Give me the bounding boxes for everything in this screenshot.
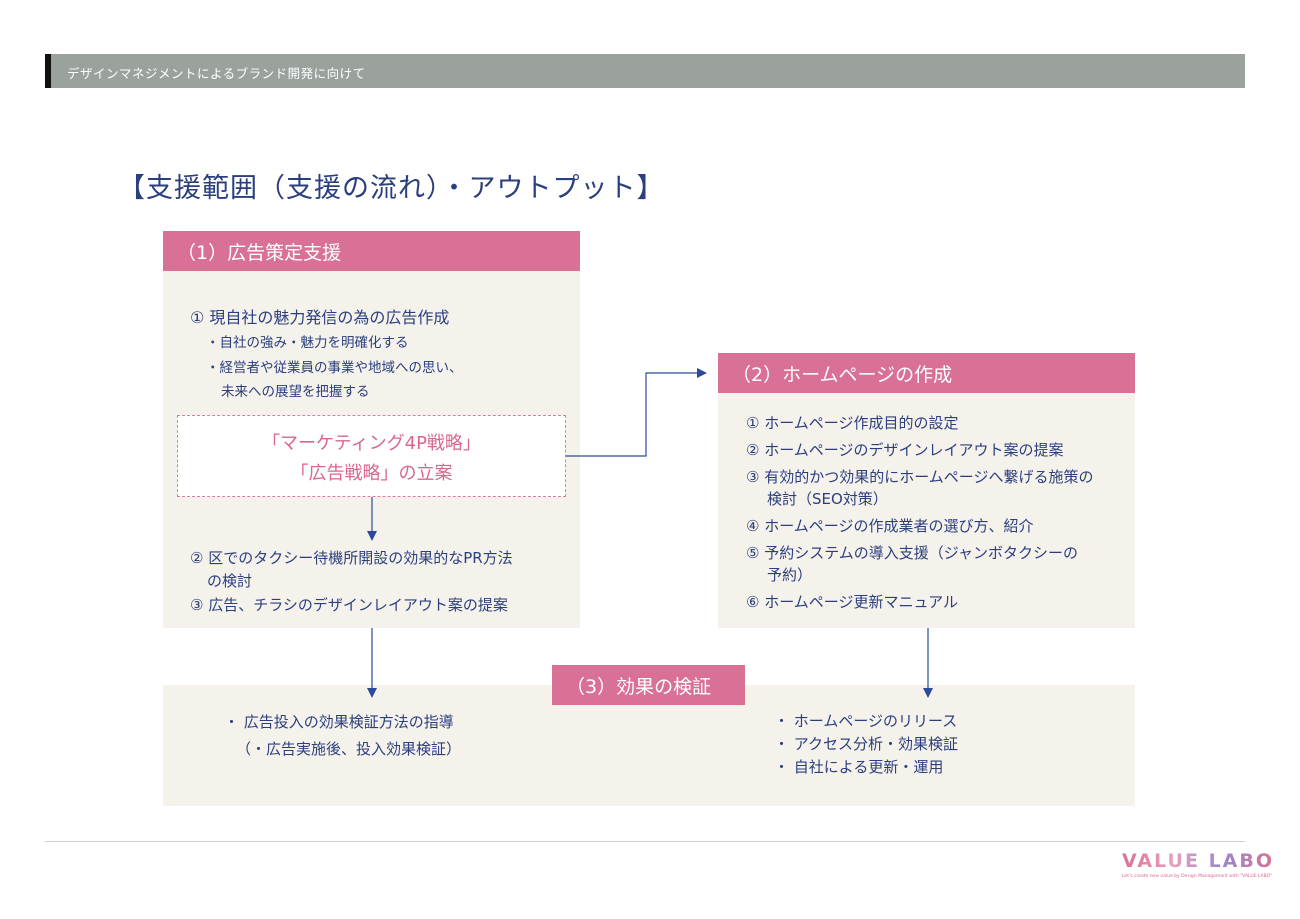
section2-item3-line2: 検討（SEO対策） <box>767 490 888 508</box>
section2-heading: （2）ホームページの作成 <box>718 353 1135 393</box>
section1-item2-line1: ② 区でのタクシー待機所開設の効果的なPR方法 <box>190 549 513 567</box>
section1-item1-sub2-line2: 未来への展望を把握する <box>221 384 370 400</box>
section2-item4: ④ ホームページの作成業者の選び方、紹介 <box>746 517 1034 535</box>
section3-right-item2: ・ アクセス分析・効果検証 <box>774 735 959 753</box>
arrow-strategy-to-section2 <box>566 368 707 457</box>
section1-item3: ③ 広告、チラシのデザインレイアウト案の提案 <box>190 596 508 614</box>
strategy-line2: 「広告戦略」の立案 <box>290 463 453 484</box>
logo-tagline: Let's create new value by Design Managem… <box>1122 874 1273 879</box>
value-labo-logo: VALUE LABO Let's create new value by Des… <box>1122 850 1274 879</box>
page-title: 【支援範囲（支援の流れ）・アウトプット】 <box>118 173 665 204</box>
section2-panel <box>718 353 1135 628</box>
section1-item2-line2: の検討 <box>207 572 253 590</box>
footer-divider <box>45 841 1245 842</box>
section2-item5-line2: 予約） <box>767 566 813 584</box>
strategy-box: 「マーケティング4P戦略」 「広告戦略」の立案 <box>177 415 566 497</box>
section3-right-item1: ・ ホームページのリリース <box>774 712 958 730</box>
section1-heading: （1）広告策定支援 <box>163 231 580 271</box>
section1-item1-sub2-line1: ・経営者や従業員の事業や地域への思い、 <box>206 360 463 376</box>
section3-left-line2: （・広告実施後、投入効果検証） <box>236 740 462 758</box>
section1-item1-title: ① 現自社の魅力発信の為の広告作成 <box>190 308 450 327</box>
section2-item6: ⑥ ホームページ更新マニュアル <box>746 593 959 611</box>
section2-item1: ① ホームページ作成目的の設定 <box>746 414 959 432</box>
section3-left-line1: ・ 広告投入の効果検証方法の指導 <box>224 713 454 731</box>
strategy-line1: 「マーケティング4P戦略」 <box>262 433 481 454</box>
section3-panel <box>163 685 1135 806</box>
header-text: デザインマネジメントによるブランド開発に向けて <box>67 66 366 81</box>
section2-item5-line1: ⑤ 予約システムの導入支援（ジャンボタクシーの <box>746 544 1079 562</box>
header-bar: デザインマネジメントによるブランド開発に向けて <box>45 54 1245 88</box>
logo-text: VALUE LABO <box>1122 850 1274 872</box>
section3-heading: （3）効果の検証 <box>552 665 745 705</box>
section2-item2: ② ホームページのデザインレイアウト案の提案 <box>746 441 1064 459</box>
section2-item3-line1: ③ 有効的かつ効果的にホームページへ繋げる施策の <box>746 468 1094 486</box>
section3-right-item3: ・ 自社による更新・運用 <box>774 758 944 776</box>
section1-item1-sub1: ・自社の強み・魅力を明確化する <box>206 335 409 351</box>
logo-wordmark: VALUE LABO <box>1122 850 1275 872</box>
